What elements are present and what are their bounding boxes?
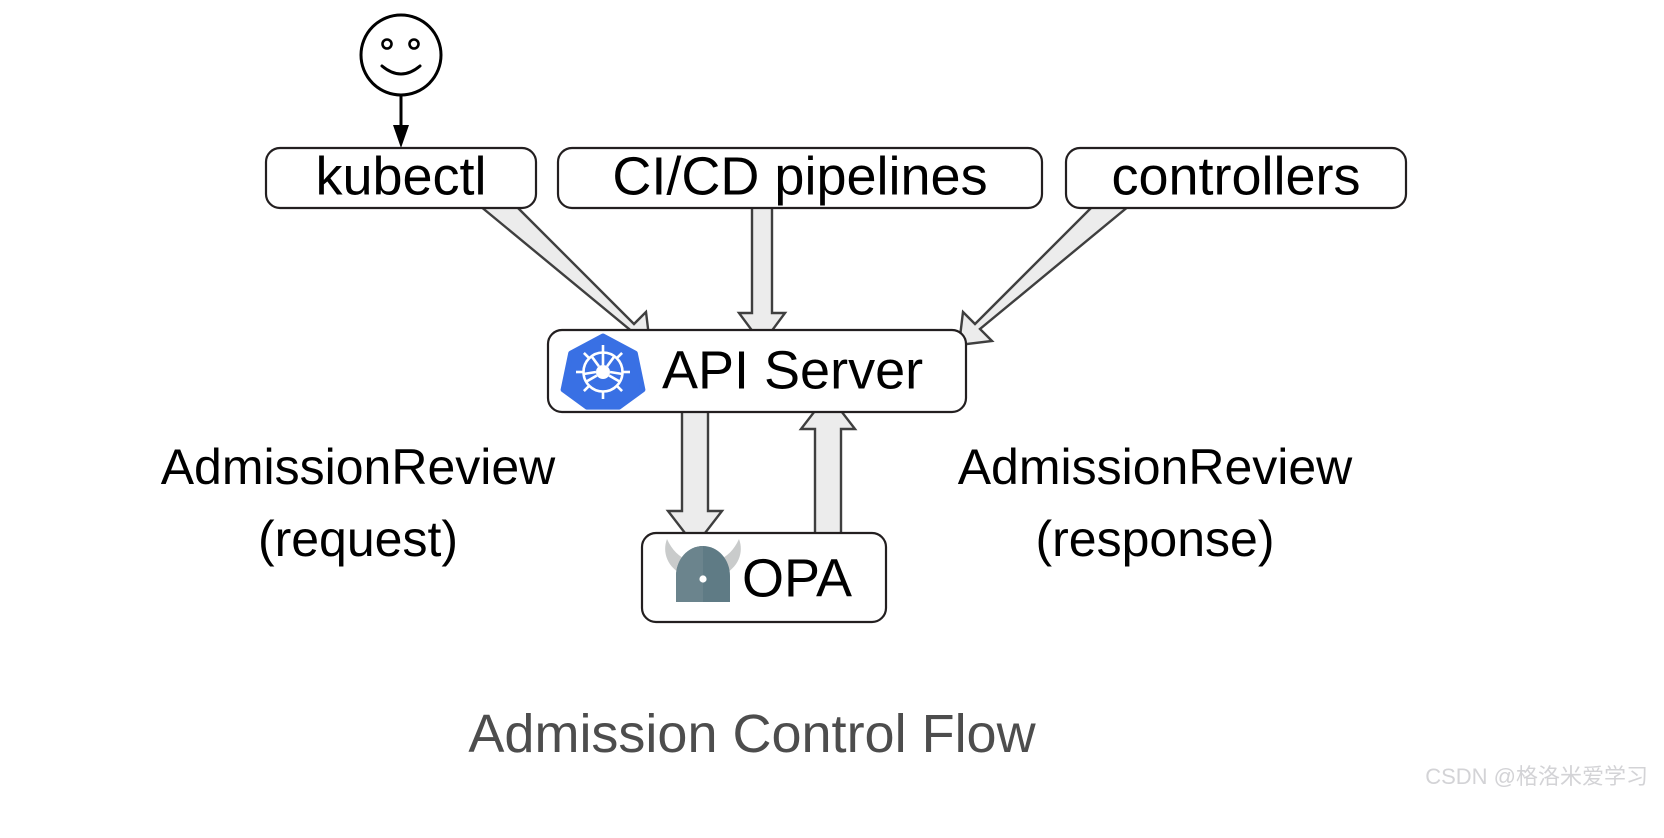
edge-label-request-line2: (request) xyxy=(258,511,458,567)
node-controllers-label: controllers xyxy=(1111,146,1360,206)
smiley-left-eye-icon xyxy=(381,38,393,50)
edge-label-response-line1: AdmissionReview xyxy=(958,439,1353,495)
block-arrow-shape xyxy=(736,203,788,347)
node-cicd-pipelines-box[interactable] xyxy=(556,146,1044,210)
block-arrow-shape xyxy=(957,175,1143,347)
edge-label-admissionreview-request: AdmissionReview (request) xyxy=(161,439,556,567)
block-arrow-shape xyxy=(665,396,725,548)
node-opa[interactable]: OPA xyxy=(640,531,888,624)
edge-label-request-line1: AdmissionReview xyxy=(161,439,556,495)
node-cicd-pipelines[interactable]: CI/CD pipelines xyxy=(556,146,1044,210)
smiley-right-eye-icon xyxy=(408,38,420,50)
node-kubectl-box[interactable] xyxy=(264,146,538,210)
edge-cicd-to-api-server xyxy=(736,203,788,347)
node-opa-label: OPA xyxy=(742,548,852,608)
opa-logo-icon xyxy=(665,539,741,602)
edge-label-admissionreview-response: AdmissionReview (response) xyxy=(958,439,1353,567)
edge-api-server-to-opa xyxy=(665,396,725,548)
edge-label-response-line2: (response) xyxy=(1036,511,1275,567)
node-controllers-box[interactable] xyxy=(1064,146,1408,210)
csdn-watermark: CSDN @格洛米爱学习 xyxy=(1425,764,1648,789)
node-kubectl[interactable]: kubectl xyxy=(264,146,538,210)
smiley-face-icon xyxy=(359,13,443,97)
block-arrow-shape xyxy=(798,392,858,542)
node-api-server-box[interactable] xyxy=(546,328,968,414)
diagram-title: Admission Control Flow xyxy=(468,704,1036,764)
node-cicd-pipelines-label: CI/CD pipelines xyxy=(612,146,987,206)
edge-user-to-kubectl xyxy=(393,96,409,148)
edge-opa-to-api-server xyxy=(798,392,858,542)
edge-controllers-to-api-server xyxy=(957,175,1143,347)
edge-arrowhead xyxy=(393,125,409,148)
kubernetes-logo-icon xyxy=(560,333,646,410)
node-api-server-label: API Server xyxy=(662,340,923,400)
actor-smiley-face xyxy=(359,13,443,97)
node-controllers[interactable]: controllers xyxy=(1064,146,1408,210)
node-api-server[interactable]: API Server xyxy=(546,328,968,414)
smiley-mouth-icon xyxy=(380,64,422,76)
node-kubectl-label: kubectl xyxy=(315,146,486,206)
